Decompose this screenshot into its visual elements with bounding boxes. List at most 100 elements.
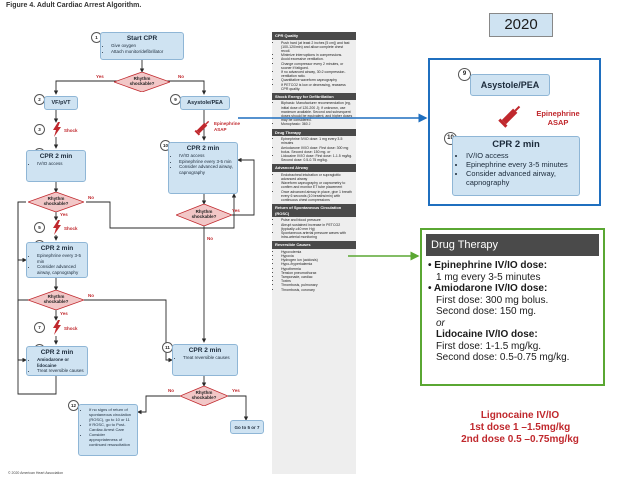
or-label: or	[436, 317, 445, 329]
sidebar-item: Pulse and blood pressure	[281, 218, 353, 222]
cpr-box-10-large-item: IV/IO access	[466, 151, 576, 160]
yes-label: Yes	[232, 208, 240, 213]
sidebar-heading: CPR Quality	[272, 32, 356, 40]
cpr-box-10-item: Epinephrine every 3-5 min	[179, 159, 234, 165]
sidebar-item: Once advanced airway in place, give 1 br…	[281, 190, 353, 203]
no-label: No	[168, 388, 174, 393]
epinephrine-dose-label-text: Epinephrine IV/IO dose:	[434, 260, 548, 271]
cpr-box-8-item: Amiodarone or lidocaine	[37, 357, 84, 368]
cpr-box-10-item: IV/IO access	[179, 153, 234, 159]
cpr-box-6: CPR 2 min Epinephrine every 3-5 min Cons…	[26, 242, 88, 278]
sidebar-item: Lidocaine IV/IO dose: First dose: 1-1.5 …	[281, 154, 353, 162]
cpr-box-4: CPR 2 min IV/IO access	[26, 150, 86, 182]
rosc-item: If ROSC, go to Post-Cardiac Arrest Care	[89, 422, 134, 432]
year-badge: 2020	[489, 13, 553, 37]
sidebar-heading: Reversible Causes	[272, 241, 356, 249]
cpr-box-6-title: CPR 2 min	[40, 245, 74, 252]
rhythm-decision-5: Rhythm shockable?	[180, 386, 228, 406]
sidebar-item: Change compressor every 2 minutes, or so…	[281, 62, 353, 70]
cpr-box-10-item: Consider advanced airway, capnography	[179, 164, 234, 175]
sidebar-item: Hypo-/hyperkalemia	[281, 262, 353, 266]
vf-pvt-title: VF/pVT	[51, 100, 71, 106]
cpr-box-10-large-item: Consider advanced airway, capnography	[466, 169, 576, 187]
reference-sidebar: CPR Quality Push hard (at least 2 inches…	[272, 32, 356, 474]
no-label: No	[88, 293, 94, 298]
vf-pvt-box: VF/pVT	[44, 96, 78, 110]
rhythm-decision-3: Rhythm shockable?	[176, 204, 232, 226]
sidebar-item: Hypoxia	[281, 254, 353, 258]
rhythm-decision-2: Rhythm shockable?	[28, 192, 84, 212]
rhythm-decision-5-label: Rhythm shockable?	[191, 390, 217, 400]
sidebar-item: If PETCO2 is low or decreasing, reassess…	[281, 83, 353, 91]
start-cpr-title: Start CPR	[126, 35, 158, 42]
cpr-box-4-item: IV/IO access	[37, 161, 82, 167]
amiodarone-dose-label: • Amiodarone IV/IO dose:	[428, 283, 548, 294]
sidebar-item: If no advanced airway, 30:2 compression-…	[281, 70, 353, 78]
cpr-box-11-item: Treat reversible causes	[183, 355, 234, 361]
asystole-zoom-panel: 9 Asystole/PEA Epinephrine ASAP 10 CPR 2…	[428, 58, 601, 206]
cpr-box-10-title: CPR 2 min	[186, 145, 220, 152]
cpr-box-10-large-item: Epinephrine every 3-5 minutes	[466, 160, 576, 169]
syringe-icon	[194, 120, 210, 136]
asystole-pea-title-large: Asystole/PEA	[480, 80, 540, 90]
amiodarone-second-dose: Second dose: 150 mg.	[436, 306, 537, 317]
asystole-pea-box: Asystole/PEA	[180, 96, 230, 110]
yes-label: Yes	[60, 212, 68, 217]
lightning-bolt-icon	[53, 220, 61, 235]
cpr-box-10-large-title: CPR 2 min	[492, 139, 540, 150]
rhythm-decision-1: Rhythm shockable?	[114, 72, 170, 92]
yes-label: Yes	[60, 311, 68, 316]
yes-label: Yes	[232, 388, 240, 393]
amiodarone-dose-label-text: Amiodarone IV/IO dose:	[433, 283, 548, 294]
sidebar-item: Epinephrine IV/IO dose: 1 mg every 3-5 m…	[281, 137, 353, 145]
cpr-box-10-large: CPR 2 min IV/IO access Epinephrine every…	[452, 136, 580, 196]
asystole-pea-box-large: Asystole/PEA	[470, 74, 550, 96]
drug-therapy-heading: Drug Therapy	[426, 234, 599, 256]
cpr-box-8-title: CPR 2 min	[40, 349, 74, 356]
goto-label: Go to 5 or 7	[234, 425, 260, 430]
start-cpr-item: Give oxygen	[111, 43, 180, 49]
sidebar-item: Endotracheal intubation or supraglottic …	[281, 173, 353, 181]
sidebar-item: Waveform capnography or capnometry to co…	[281, 181, 353, 189]
sidebar-heading: Shock Energy for Defibrillation	[272, 92, 356, 101]
flow-connectors	[17, 60, 255, 421]
lidocaine-dose-label: Lidocaine IV/IO dose:	[436, 329, 538, 340]
shock-label: Shock	[64, 226, 78, 231]
sidebar-item: Minimize interruptions in compressions.	[281, 53, 353, 57]
lidocaine-first-dose: First dose: 1-1.5 mg/kg.	[436, 340, 542, 352]
cpr-box-6-item: Consider advanced airway, capnography	[37, 264, 84, 275]
sidebar-heading: Advanced Airway	[272, 164, 356, 172]
sidebar-item: Hypothermia	[281, 267, 353, 271]
syringe-icon	[498, 105, 521, 128]
lignocaine-note: Lignocaine IV/IO 1st dose 1 –1.5mg/kg 2n…	[430, 410, 610, 446]
step-number-5: 5	[34, 222, 45, 233]
epinephrine-asap-label-large: Epinephrine ASAP	[536, 109, 580, 127]
sidebar-item: Avoid excessive ventilation.	[281, 57, 353, 61]
cpr-box-8: CPR 2 min Amiodarone or lidocaine Treat …	[26, 346, 88, 376]
step-number-7: 7	[34, 322, 45, 333]
drug-therapy-body: • Epinephrine IV/IO dose: 1 mg every 3-5…	[428, 260, 599, 364]
cpr-box-8-item: Treat reversible causes	[37, 368, 84, 374]
asystole-pea-title: Asystole/PEA	[187, 100, 223, 106]
lightning-bolt-icon	[53, 122, 61, 137]
rosc-item: If no signs of return of spontaneous cir…	[89, 407, 134, 422]
rosc-box: If no signs of return of spontaneous cir…	[78, 404, 138, 456]
lidocaine-second-dose: Second dose: 0.5-0.75 mg/kg.	[436, 352, 570, 363]
sidebar-item: Tamponade, cardiac	[281, 275, 353, 279]
no-label: No	[178, 74, 184, 79]
sidebar-item: Thrombosis, coronary	[281, 288, 353, 292]
epinephrine-dose: 1 mg every 3-5 minutes	[436, 271, 541, 283]
cpr-box-10: CPR 2 min IV/IO access Epinephrine every…	[168, 142, 238, 194]
shock-label: Shock	[64, 128, 78, 133]
sidebar-item: Toxins	[281, 279, 353, 283]
sidebar-item: Quantitative waveform capnography	[281, 78, 353, 82]
rhythm-decision-1-label: Rhythm shockable?	[129, 76, 155, 86]
sidebar-heading: Drug Therapy	[272, 128, 356, 137]
sidebar-item: Amiodarone IV/IO dose: First dose: 300 m…	[281, 146, 353, 154]
sidebar-item: Abrupt sustained increase in PETCO2 (typ…	[281, 223, 353, 231]
cpr-box-11-title: CPR 2 min	[188, 347, 222, 354]
sidebar-item: Spontaneous arterial pressure waves with…	[281, 231, 353, 239]
sidebar-item: Monophasic: 360 J	[281, 122, 353, 126]
rhythm-decision-4: Rhythm shockable?	[28, 290, 84, 310]
sidebar-item: Push hard (at least 2 inches [5 cm]) and…	[281, 41, 353, 54]
